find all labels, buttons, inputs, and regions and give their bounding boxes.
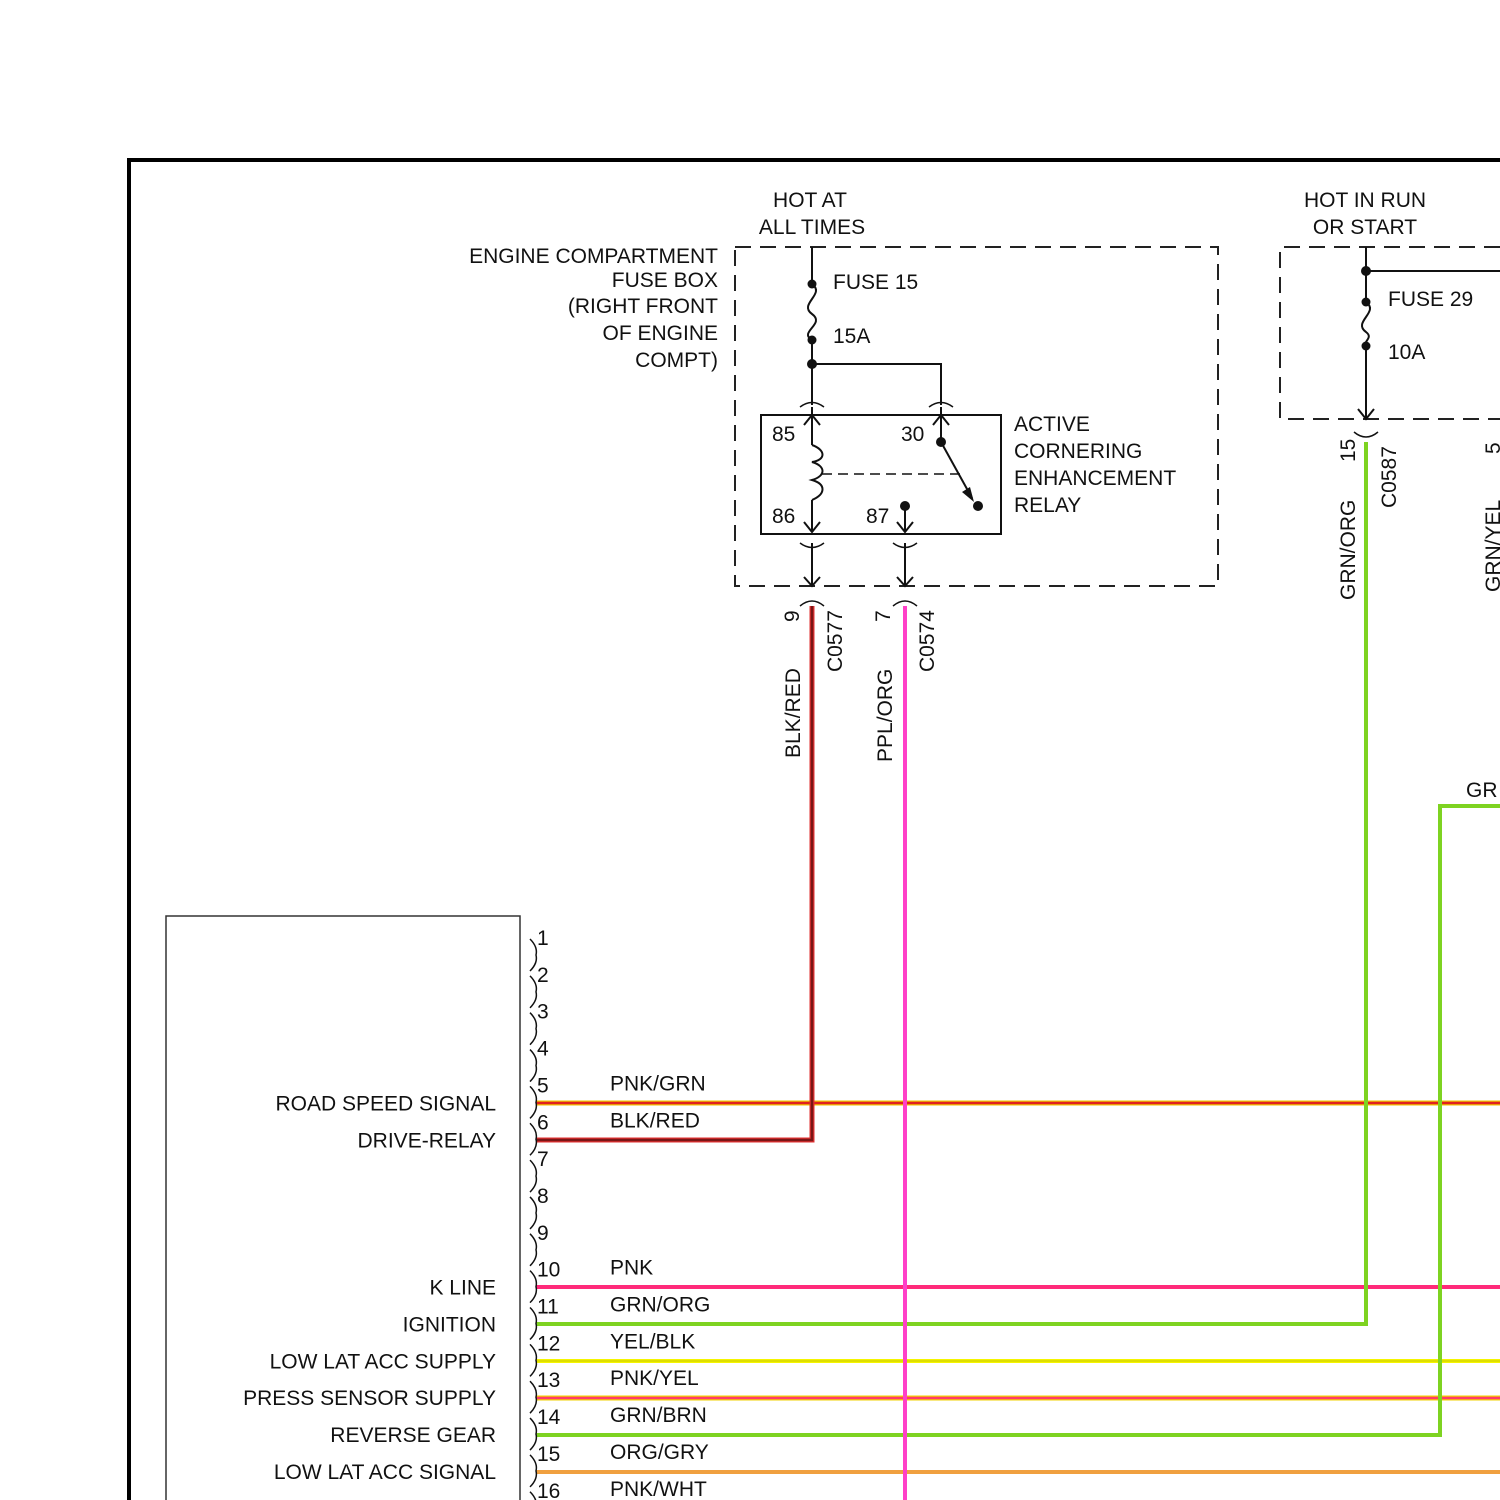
c0574-wire-label: PPL/ORG [874,669,897,762]
pin-number-15: 15 [537,1443,560,1466]
signal-label-pin-14: REVERSE GEAR [330,1424,496,1447]
pin-connector-5 [530,1086,536,1118]
pin-number-3: 3 [537,1001,549,1024]
control-module-box [166,916,520,1500]
fuse-29: FUSE 29 10A [1354,247,1500,437]
signal-label-pin-10: K LINE [429,1277,496,1300]
pin-number-5: 5 [537,1074,549,1097]
run-fuse-box-outline [1280,247,1500,419]
wire-label-pin-10: PNK [610,1257,653,1280]
hot-at-all-times-line2: ALL TIMES [759,216,865,239]
fuse-box-label: ENGINE COMPARTMENT FUSE BOX (RIGHT FRONT… [469,245,718,372]
relay-terminal-86: 86 [772,505,795,528]
pin-number-12: 12 [537,1332,560,1355]
pin-connector-8 [530,1197,536,1229]
fuse-box-label-line3: (RIGHT FRONT [568,295,718,318]
c0587-id: C0587 [1378,446,1401,508]
c0587-pin: 15 [1337,439,1360,462]
fuse-29-rating: 10A [1388,341,1425,364]
fuse-box-label-line4: OF ENGINE [602,322,718,345]
pin-connector-2 [530,976,536,1008]
hot-at-all-times-line1: HOT AT [773,189,847,212]
hot-in-run-label: HOT IN RUN OR START [1304,189,1426,239]
relay-label-line4: RELAY [1014,494,1081,517]
pin-connector-3 [530,1013,536,1045]
signal-label-pin-6: DRIVE-RELAY [358,1129,496,1152]
relay-label-line2: CORNERING [1014,440,1142,463]
c0577-wire-label: BLK/RED [782,668,805,758]
relay-terminal-85: 85 [772,423,795,446]
c0577-pin: 9 [781,610,804,622]
signal-label-pin-5: ROAD SPEED SIGNAL [275,1092,496,1115]
engine-fuse-box-outline [735,247,1218,586]
fuse-box-label-line1: ENGINE COMPARTMENT [469,245,718,268]
fuse-15-name: FUSE 15 [833,271,918,294]
pin-connector-15 [530,1455,536,1487]
wire-label-pin-15: ORG/GRY [610,1441,709,1464]
pin-connector-14 [530,1418,536,1450]
fuse-box-label-line2: FUSE BOX [612,269,718,292]
pin-connector-4 [530,1050,536,1082]
pin-number-16: 16 [537,1480,560,1500]
pin-connector-10 [530,1271,536,1303]
pin-number-2: 2 [537,964,549,987]
right-cut-wire-label: GR [1466,779,1498,802]
pin-connector-6 [530,1123,536,1155]
fuse-box-label-line5: COMPT) [635,349,718,372]
pin-number-8: 8 [537,1185,549,1208]
signal-label-pin-11: IGNITION [403,1314,496,1337]
c0587-pin-5: 5 [1482,442,1500,454]
wire-label-pin-11: GRN/ORG [610,1294,710,1317]
pin-number-1: 1 [537,927,549,950]
wire-label-pin-5: PNK/GRN [610,1072,706,1095]
grn-yel-wire-label: GRN/YEL [1482,500,1500,592]
wire-label-pin-16: PNK/WHT [610,1478,707,1500]
relay-terminal-87: 87 [866,505,889,528]
cornering-relay: 85 86 30 87 [761,403,1001,535]
pin-connector-16 [530,1492,536,1500]
relay-output-connectors [800,543,917,606]
pin-number-7: 7 [537,1148,549,1171]
pin-number-11: 11 [537,1296,559,1319]
hot-in-run-line1: HOT IN RUN [1304,189,1426,212]
pin-number-10: 10 [537,1259,560,1282]
pin-number-13: 13 [537,1369,560,1392]
wire-label-pin-14: GRN/BRN [610,1404,707,1427]
wire-label-pin-12: YEL/BLK [610,1330,695,1353]
c0574-pin: 7 [872,610,895,622]
relay-terminal-30: 30 [901,423,924,446]
signal-label-pin-12: LOW LAT ACC SUPPLY [270,1350,496,1373]
pin-number-14: 14 [537,1406,561,1429]
relay-label-line1: ACTIVE [1014,413,1090,436]
fuse-15-rating: 15A [833,325,870,348]
hot-at-all-times-label: HOT AT ALL TIMES [759,189,865,239]
wire-label-pin-6: BLK/RED [610,1109,700,1132]
pin-connector-1 [530,939,536,971]
wire-label-pin-13: PNK/YEL [610,1367,699,1390]
pin-connector-7 [530,1160,536,1192]
pin-connector-9 [530,1234,536,1266]
signal-label-pin-13: PRESS SENSOR SUPPLY [243,1387,496,1410]
pin-number-6: 6 [537,1111,549,1134]
pin-connector-13 [530,1381,536,1413]
pin-number-4: 4 [537,1038,549,1061]
fuse-29-name: FUSE 29 [1388,288,1473,311]
c0587-wire-label: GRN/ORG [1337,500,1360,600]
relay-label: ACTIVE CORNERING ENHANCEMENT RELAY [1014,413,1176,517]
pin-connector-11 [530,1308,536,1340]
c0574-id: C0574 [916,610,939,672]
signal-label-pin-15: LOW LAT ACC SIGNAL [274,1461,496,1484]
pin-number-9: 9 [537,1222,549,1245]
relay-label-line3: ENHANCEMENT [1014,467,1176,490]
c0577-id: C0577 [824,610,847,672]
pin-connector-12 [530,1344,536,1376]
hot-in-run-line2: OR START [1313,216,1417,239]
fuse-15: FUSE 15 15A [807,247,941,405]
